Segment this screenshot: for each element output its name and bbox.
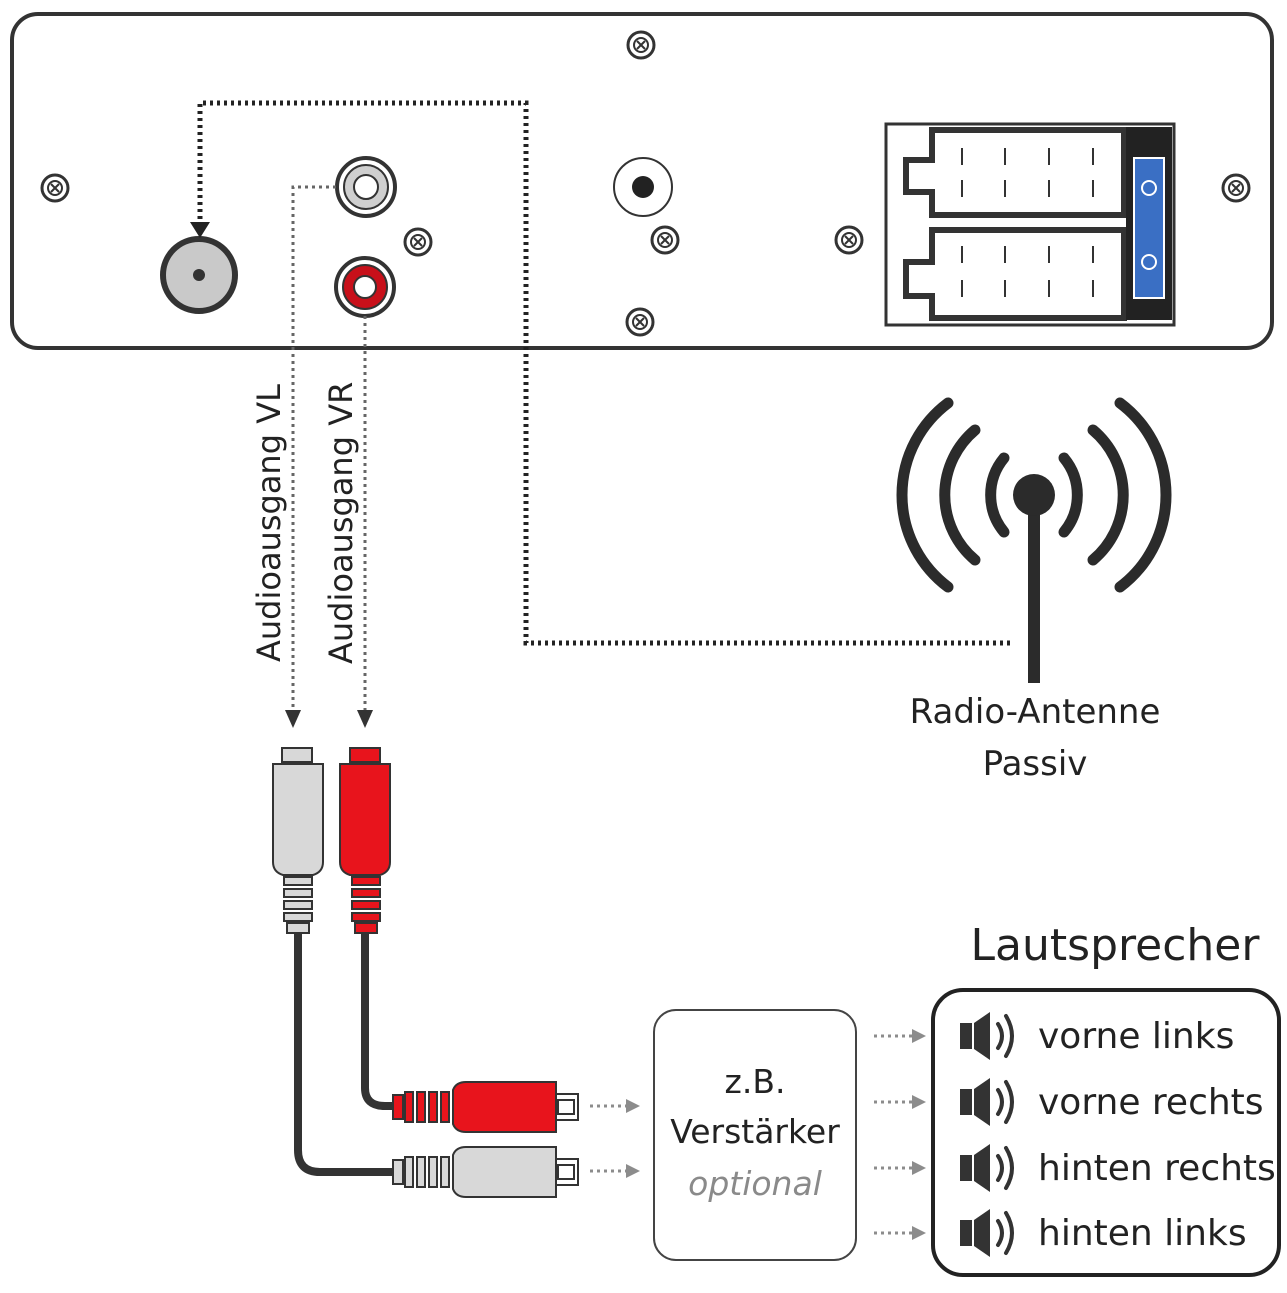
- plug-to-amp-arrows: [590, 1099, 640, 1178]
- antenna-connection-line: [197, 100, 1010, 646]
- audio-vr-label: Audioausgang VR: [322, 381, 360, 664]
- antenna-ball: [1013, 474, 1055, 516]
- antenna-arrow-head: [190, 222, 210, 238]
- speakers-title: Lautsprecher: [970, 920, 1260, 971]
- speaker-label: vorne links: [1038, 1015, 1235, 1057]
- screw-icon: [834, 225, 864, 255]
- rca-socket-vl: [335, 156, 397, 218]
- rca-socket-white-out: [392, 1146, 579, 1198]
- rca-cable: [294, 928, 399, 1176]
- speaker-icon: [960, 1143, 1014, 1193]
- audio-vl-arrow: [285, 710, 301, 728]
- iso-connector: [884, 122, 1176, 327]
- antenna-socket: [160, 236, 238, 314]
- screw-icon: [1221, 173, 1251, 203]
- rca-plug-white: [272, 747, 324, 934]
- screw-icon: [626, 30, 656, 60]
- screw-icon: [650, 225, 680, 255]
- rca-socket-vr: [334, 256, 396, 318]
- speakers-box: [931, 988, 1281, 1277]
- amp-label-line1: z.B.: [724, 1062, 786, 1101]
- speaker-rear-right: hinten rechts: [960, 1143, 1276, 1193]
- speaker-front-left: vorne links: [960, 1011, 1234, 1061]
- screw-icon: [625, 307, 655, 337]
- audio-vl-line: [291, 185, 336, 710]
- antenna-label-line1: Radio-Antenne: [909, 692, 1161, 732]
- antenna-signal-icon: [896, 397, 1172, 593]
- speaker-label: hinten rechts: [1038, 1147, 1276, 1189]
- screw-icon: [40, 173, 70, 203]
- speaker-icon: [960, 1011, 1014, 1061]
- audio-vl-label: Audioausgang VL: [250, 384, 288, 662]
- speaker-label: vorne rechts: [1038, 1081, 1264, 1123]
- antenna-label-line2: Passiv: [982, 744, 1088, 784]
- speaker-icon: [960, 1077, 1014, 1127]
- speaker-label: hinten links: [1038, 1212, 1247, 1254]
- rca-socket-red-out: [392, 1081, 579, 1133]
- center-socket: [613, 157, 673, 217]
- amplifier-box: [653, 1009, 857, 1261]
- audio-vr-arrow: [357, 710, 373, 728]
- amp-label-line2: Verstärker: [670, 1112, 840, 1151]
- rca-plug-red: [339, 747, 391, 934]
- speaker-rear-left: hinten links: [960, 1208, 1247, 1258]
- amp-to-speaker-arrows: [874, 1029, 926, 1240]
- screw-icon: [403, 227, 433, 257]
- speaker-front-right: vorne rechts: [960, 1077, 1264, 1127]
- speaker-icon: [960, 1208, 1014, 1258]
- amp-label-line3: optional: [688, 1164, 822, 1203]
